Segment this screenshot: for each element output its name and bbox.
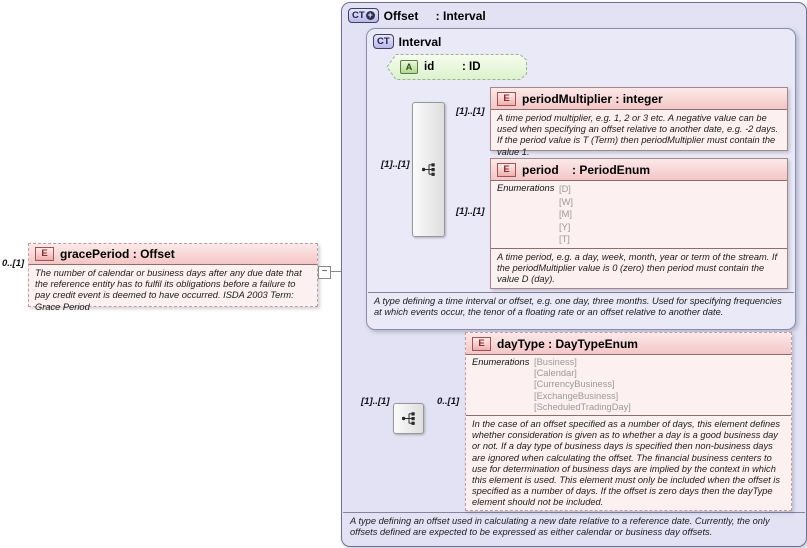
interval-annotation: A type defining a time interval or offse… [374, 296, 782, 318]
attribute-content: A id: ID [400, 53, 481, 81]
interval-header: CT Interval [373, 34, 441, 49]
interval-title: Interval [398, 34, 442, 49]
enumeration-values: [Business] [Calendar] [CurrencyBusiness]… [534, 357, 631, 413]
period-enumerations: Enumerations [D] [W] [M] [Y] [T] [491, 181, 787, 249]
cardinality-label: [1]..[1] [381, 159, 410, 170]
offset-title: Offset: Interval [383, 8, 486, 23]
id-title: id: ID [424, 61, 481, 73]
complextype-plus-badge: CT+ [348, 8, 379, 23]
sequence-connector[interactable] [412, 102, 445, 237]
cardinality-label: [1]..[1] [361, 396, 390, 407]
day-type-enumerations: Enumerations [Business] [Calendar] [Curr… [466, 355, 791, 417]
period-multiplier-title: periodMultiplier : integer [522, 91, 663, 106]
day-type-annotation: In the case of an offset specified as a … [472, 419, 781, 508]
attribute-box-id[interactable]: A id: ID [386, 53, 528, 81]
enumerations-label: Enumerations [472, 357, 530, 367]
element-badge: E [497, 91, 516, 106]
divider [368, 292, 794, 293]
enum-value: [T] [559, 234, 570, 245]
element-box-grace-period[interactable]: E gracePeriod : Offset The number of cal… [28, 243, 318, 312]
period-multiplier-annotation: A time period multiplier, e.g. 1, 2 or 3… [497, 113, 779, 157]
sequence-icon [401, 412, 415, 425]
offset-annotation: A type defining an offset used in calcul… [350, 516, 770, 538]
element-box-period[interactable]: E period: PeriodEnum Enumerations [D] [W… [490, 158, 788, 289]
grace-period-title: gracePeriod : Offset [60, 247, 175, 261]
enumerations-label: Enumerations [497, 183, 555, 193]
enum-value: [ScheduledTradingDay] [534, 401, 631, 412]
cardinality-label: 0..[1] [2, 258, 25, 269]
enum-value: [CurrencyBusiness] [534, 379, 615, 390]
element-badge: E [497, 162, 516, 177]
day-type-header: E dayType : DayTypeEnum [466, 333, 791, 355]
cardinality-label: 0..[1] [437, 396, 460, 407]
sequence-icon [421, 163, 435, 176]
cardinality-label: [1]..[1] [456, 206, 485, 217]
complextype-badge: CT [373, 34, 394, 49]
element-badge: E [472, 336, 491, 351]
enum-value: [M] [559, 209, 572, 220]
cardinality-label: [1]..[1] [456, 106, 485, 117]
element-box-period-multiplier[interactable]: E periodMultiplier : integer A time peri… [490, 87, 788, 157]
enumeration-values: [D] [W] [M] [Y] [T] [559, 183, 573, 246]
grace-period-annotation: The number of calendar or business days … [35, 268, 302, 312]
enum-value: [W] [559, 196, 573, 207]
enum-value: [ExchangeBusiness] [534, 390, 619, 401]
plus-icon: + [365, 10, 375, 20]
enum-value: [D] [559, 184, 571, 194]
grace-period-header: E gracePeriod : Offset [29, 244, 317, 265]
divider [343, 512, 805, 513]
element-box-day-type[interactable]: E dayType : DayTypeEnum Enumerations [Bu… [465, 332, 792, 511]
attribute-shape [386, 54, 527, 80]
collapse-toggle[interactable]: − [318, 266, 331, 279]
period-multiplier-header: E periodMultiplier : integer [491, 88, 787, 110]
attribute-badge: A [400, 60, 418, 74]
enum-value: [Business] [534, 357, 577, 367]
day-type-title: dayType : DayTypeEnum [497, 336, 638, 351]
period-annotation: A time period, e.g. a day, week, month, … [497, 251, 778, 285]
period-title: period: PeriodEnum [522, 162, 651, 177]
sequence-connector[interactable] [393, 403, 424, 434]
element-badge: E [35, 247, 54, 261]
enum-value: [Y] [559, 221, 571, 232]
offset-header: CT+ Offset: Interval [348, 8, 486, 23]
enum-value: [Calendar] [534, 368, 577, 379]
period-header: E period: PeriodEnum [491, 159, 787, 181]
